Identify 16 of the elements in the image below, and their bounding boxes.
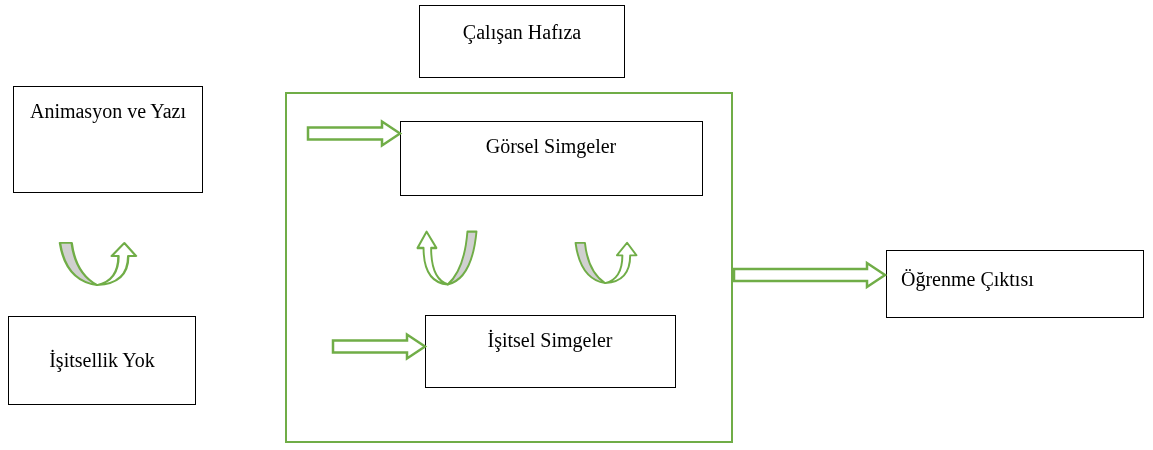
- block-arrow: [306, 119, 403, 148]
- text-box: [13, 86, 203, 193]
- box-label: Çalışan Hafıza: [462, 20, 582, 45]
- box-label: Öğrenme Çıktısı: [901, 267, 1034, 292]
- box-label: Görsel Simgeler: [485, 133, 617, 159]
- box-label: Animasyon ve Yazı: [29, 99, 187, 124]
- text-box: [8, 316, 196, 405]
- box-label: İşitsel Simgeler: [487, 327, 613, 353]
- block-arrow: [331, 332, 428, 361]
- text-box: [424, 314, 676, 388]
- box-label: İşitsellik Yok: [49, 348, 155, 373]
- block-arrow: [732, 260, 888, 290]
- memory-frame: [285, 92, 733, 443]
- text-box: [419, 5, 625, 78]
- text-box: [399, 120, 703, 196]
- text-box: [886, 250, 1144, 318]
